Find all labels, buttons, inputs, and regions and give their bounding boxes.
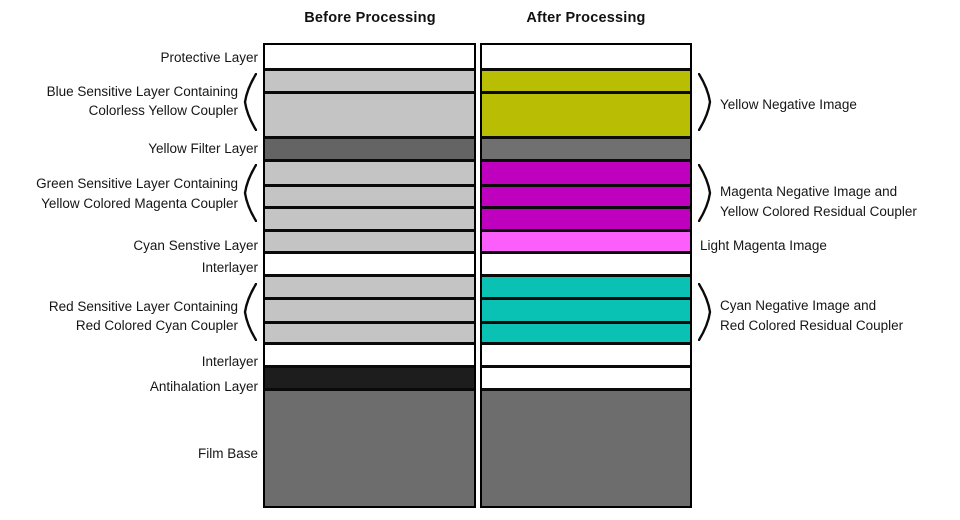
blue-sensitive-line-1: Blue Sensitive Layer Containing (46, 84, 238, 99)
grouping-chevron-left-blue-sensitive-icon (243, 73, 257, 131)
layer-after-protective-layer (482, 45, 690, 71)
green-sensitive-line-2: Yellow Colored Magenta Coupler (41, 196, 238, 211)
layer-before-antihalation-layer (265, 368, 474, 391)
layer-before-interlayer-2 (265, 345, 474, 368)
layer-after-green-sensitive-sublayer-3 (482, 209, 690, 232)
layer-before-blue-sensitive-sublayer-2 (265, 94, 474, 139)
yellow-negative-line-1: Yellow Negative Image (720, 97, 857, 112)
layer-before-yellow-filter-layer (265, 139, 474, 162)
interlayer-1-label: Interlayer (202, 258, 258, 277)
blue-sensitive-line-2: Colorless Yellow Coupler (88, 103, 238, 118)
layer-before-red-sensitive-sublayer-3 (265, 324, 474, 345)
layer-before-film-base (265, 391, 474, 506)
cyan-sensitive-line-1: Cyan Senstive Layer (133, 238, 258, 253)
light-magenta-label: Light Magenta Image (700, 236, 827, 256)
red-sensitive-line-1: Red Sensitive Layer Containing (48, 299, 238, 314)
grouping-chevron-right-magenta-negative-icon (698, 164, 712, 222)
grouping-chevron-right-yellow-negative-icon (698, 73, 712, 131)
before-processing-header: Before Processing (304, 10, 436, 26)
after-processing-column (480, 43, 692, 508)
cyan-negative-line-2: Red Colored Residual Coupler (720, 318, 904, 333)
interlayer-1-line-1: Interlayer (201, 260, 258, 275)
antihalation-label: Antihalation Layer (150, 377, 258, 396)
after-processing-header: After Processing (526, 10, 646, 26)
interlayer-2-label: Interlayer (202, 352, 258, 371)
layer-before-green-sensitive-sublayer-1 (265, 162, 474, 187)
layer-after-interlayer-1 (482, 254, 690, 277)
layer-after-blue-sensitive-sublayer-1 (482, 71, 690, 94)
grouping-chevron-left-red-sensitive-icon (243, 283, 257, 341)
cyan-sensitive-label: Cyan Senstive Layer (133, 236, 258, 255)
protective-line-1: Protective Layer (160, 50, 258, 65)
layer-after-red-sensitive-sublayer-3 (482, 324, 690, 345)
antihalation-line-1: Antihalation Layer (149, 379, 258, 394)
layer-after-film-base (482, 391, 690, 506)
layer-after-red-sensitive-sublayer-2 (482, 300, 690, 324)
layer-after-yellow-filter-layer (482, 139, 690, 162)
layer-after-antihalation-layer (482, 368, 690, 391)
layer-before-interlayer-1 (265, 254, 474, 277)
layer-before-blue-sensitive-sublayer-1 (265, 71, 474, 94)
layer-after-red-sensitive-sublayer-1 (482, 277, 690, 300)
layer-before-red-sensitive-sublayer-1 (265, 277, 474, 300)
protective-label: Protective Layer (160, 48, 258, 67)
layer-before-cyan-sensitive-layer (265, 232, 474, 254)
green-sensitive-line-1: Green Sensitive Layer Containing (36, 176, 238, 191)
magenta-negative-line-1: Magenta Negative Image and (720, 184, 898, 199)
layer-before-protective-layer (265, 45, 474, 71)
yellow-filter-line-1: Yellow Filter Layer (148, 141, 258, 156)
before-processing-column (263, 43, 476, 508)
layer-after-interlayer-2 (482, 345, 690, 368)
yellow-filter-label: Yellow Filter Layer (148, 139, 258, 158)
cyan-negative-line-1: Cyan Negative Image and (720, 298, 877, 313)
film-base-line-1: Film Base (197, 446, 258, 461)
film-base-label: Film Base (198, 444, 258, 463)
red-sensitive-line-2: Red Colored Cyan Coupler (75, 318, 238, 333)
layer-after-green-sensitive-sublayer-1 (482, 162, 690, 187)
layer-before-red-sensitive-sublayer-2 (265, 300, 474, 324)
layer-after-blue-sensitive-sublayer-2 (482, 94, 690, 139)
layer-before-green-sensitive-sublayer-2 (265, 187, 474, 209)
yellow-negative-label: Yellow Negative Image (720, 95, 857, 115)
layer-before-green-sensitive-sublayer-3 (265, 209, 474, 232)
layer-after-green-sensitive-sublayer-2 (482, 187, 690, 209)
light-magenta-line-1: Light Magenta Image (700, 238, 827, 253)
grouping-chevron-right-cyan-negative-icon (698, 283, 712, 341)
grouping-chevron-left-green-sensitive-icon (243, 164, 257, 222)
interlayer-2-line-1: Interlayer (201, 354, 258, 369)
layer-after-cyan-sensitive-layer (482, 232, 690, 254)
magenta-negative-line-2: Yellow Colored Residual Coupler (720, 204, 917, 219)
